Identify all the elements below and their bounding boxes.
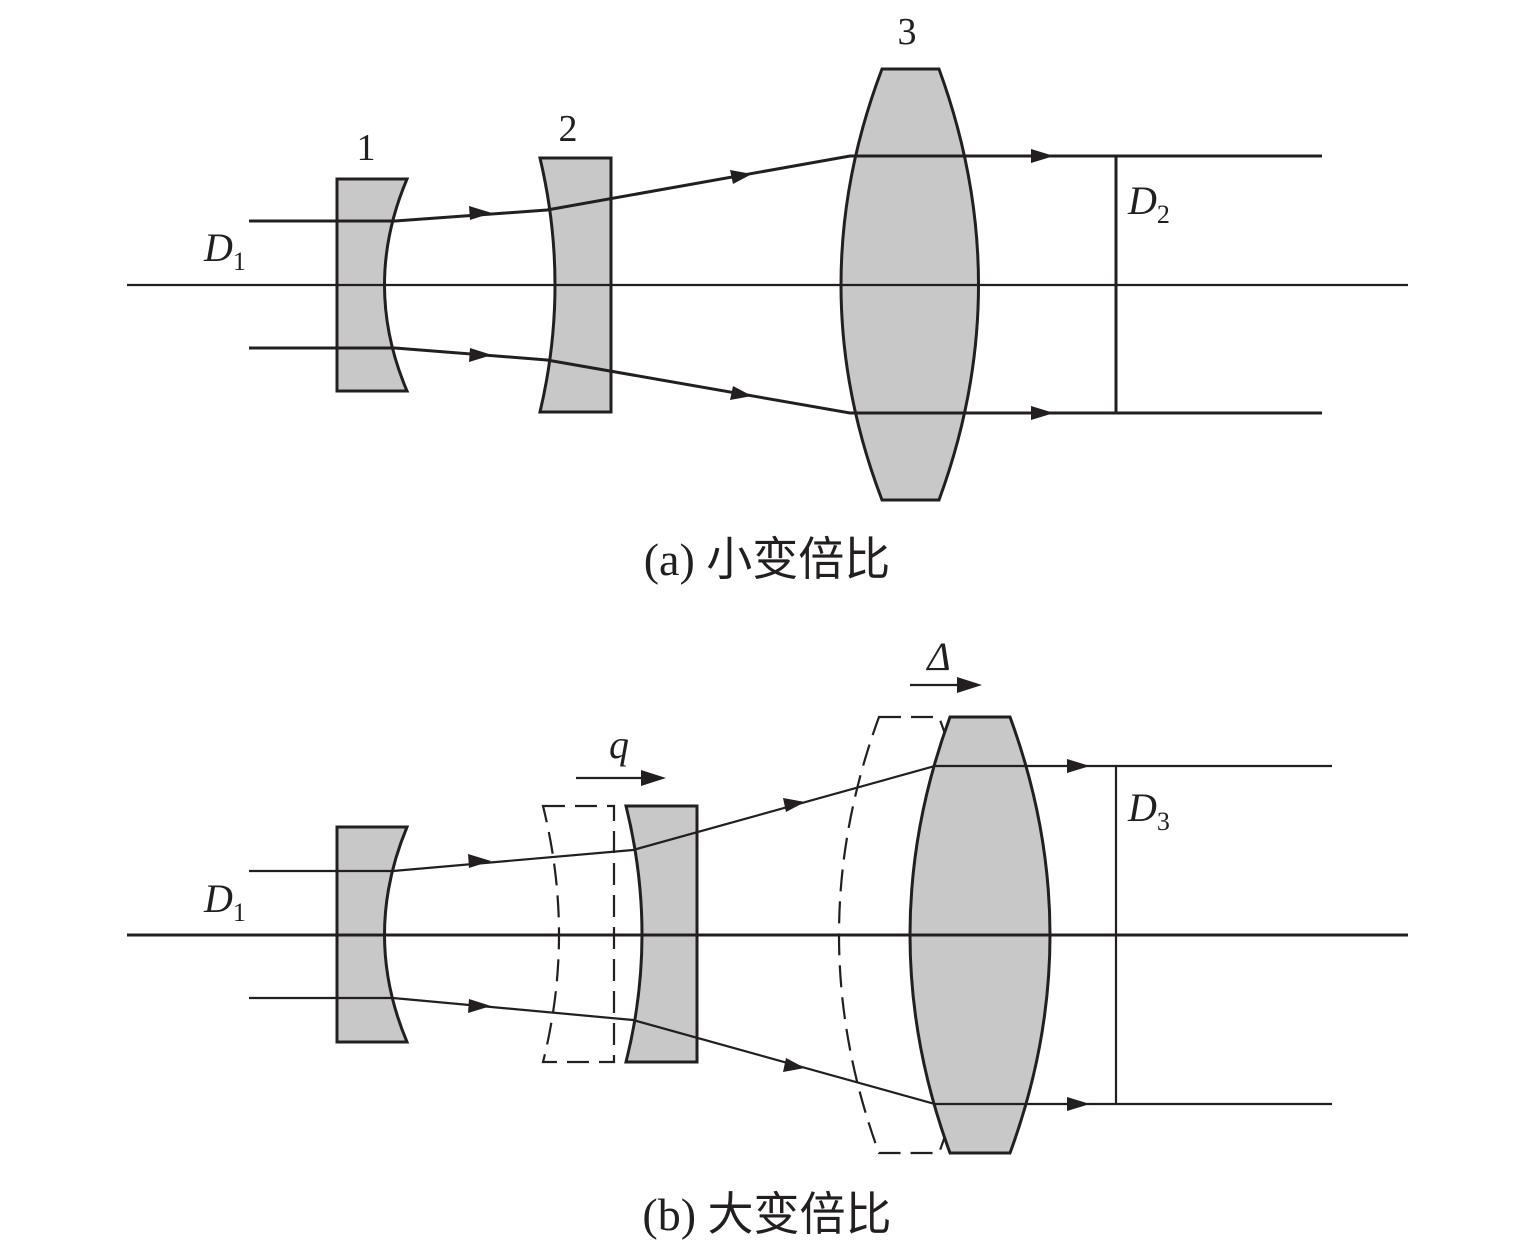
arrowhead: [641, 770, 666, 786]
panel-b: q Δ D1 D3 (b) 大变倍比: [127, 634, 1408, 1240]
arrowhead: [783, 798, 805, 812]
arrowhead: [1031, 149, 1054, 163]
arrowhead: [1067, 759, 1090, 773]
aperture-d1-label: D1: [203, 876, 246, 927]
arrowhead: [469, 348, 492, 362]
lens-3-label: 3: [898, 11, 917, 53]
lens-2-label: 2: [559, 108, 578, 150]
arrowhead: [469, 206, 492, 220]
caption-a: (a) 小变倍比: [644, 534, 891, 585]
arrowhead: [1067, 1097, 1090, 1111]
shift-delta-label: Δ: [925, 634, 950, 679]
shift-q-label: q: [609, 722, 629, 767]
arrowhead: [468, 854, 491, 868]
arrowhead: [783, 1058, 805, 1072]
arrowhead: [957, 677, 982, 693]
aperture-d3-label: D3: [1127, 785, 1170, 836]
lens-2-previous-position: [541, 804, 616, 1064]
caption-b: (b) 大变倍比: [642, 1189, 891, 1240]
aperture-d1-label: D1: [203, 225, 246, 276]
upper-ray-a: [249, 154, 1322, 223]
lens-1-label: 1: [357, 127, 376, 169]
arrowhead: [468, 999, 491, 1013]
aperture-d2-label: D2: [1127, 178, 1170, 229]
lower-ray-a: [249, 346, 1322, 415]
arrowhead: [1031, 406, 1054, 420]
panel-a: 1 2 3 D1 D2 (a) 小变倍比: [127, 11, 1408, 585]
arrowhead: [730, 386, 752, 400]
lower-ray-b: [249, 996, 1332, 1106]
arrowhead: [730, 170, 752, 184]
